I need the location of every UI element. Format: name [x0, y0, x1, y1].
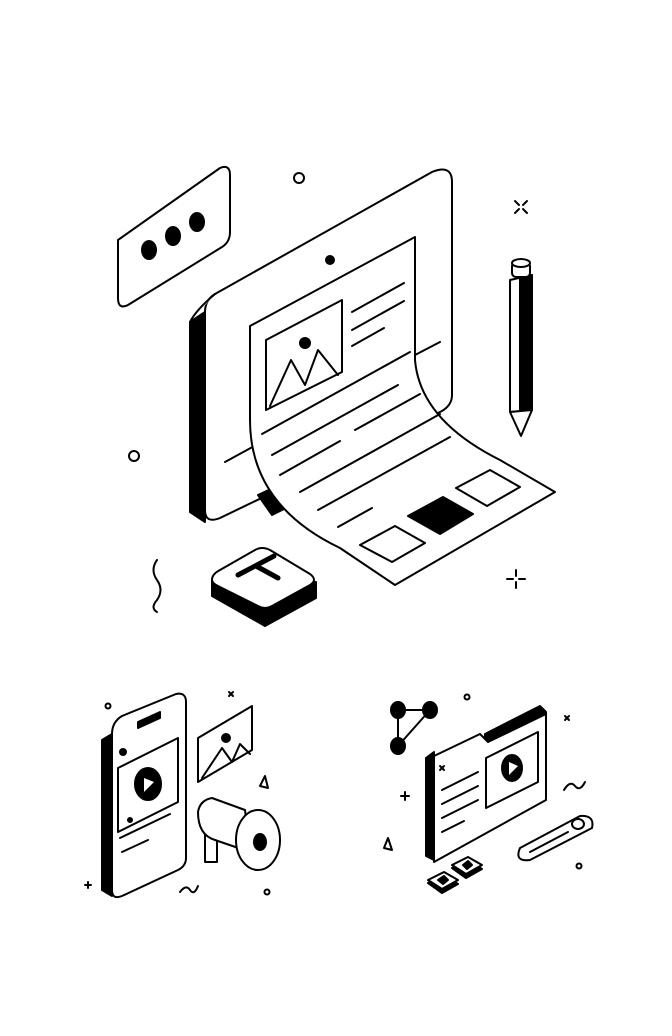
megaphone-icon [197, 797, 281, 871]
pen-icon [509, 258, 533, 437]
squiggle-decoration [152, 559, 162, 613]
text-tool-icon [211, 547, 317, 627]
sparkle-icon [84, 691, 269, 894]
circle-decoration [104, 702, 112, 710]
sparkle-icon [383, 715, 586, 851]
image-icon [197, 705, 253, 783]
folder-icon [425, 705, 547, 863]
chat-bubble-icon [117, 165, 231, 308]
network-icon [390, 701, 438, 755]
star-icon [451, 856, 483, 879]
circle-decoration [293, 172, 305, 184]
circle-decoration [128, 450, 140, 462]
document-page-icon [249, 236, 556, 586]
smartphone-icon [101, 692, 187, 899]
heart-icon [427, 871, 459, 894]
circle-decoration [263, 888, 271, 896]
sparkle-icon [506, 200, 528, 589]
circle-decoration [463, 693, 471, 701]
toggle-icon [517, 814, 594, 862]
circle-decoration [575, 862, 583, 870]
image-icon [265, 299, 343, 411]
